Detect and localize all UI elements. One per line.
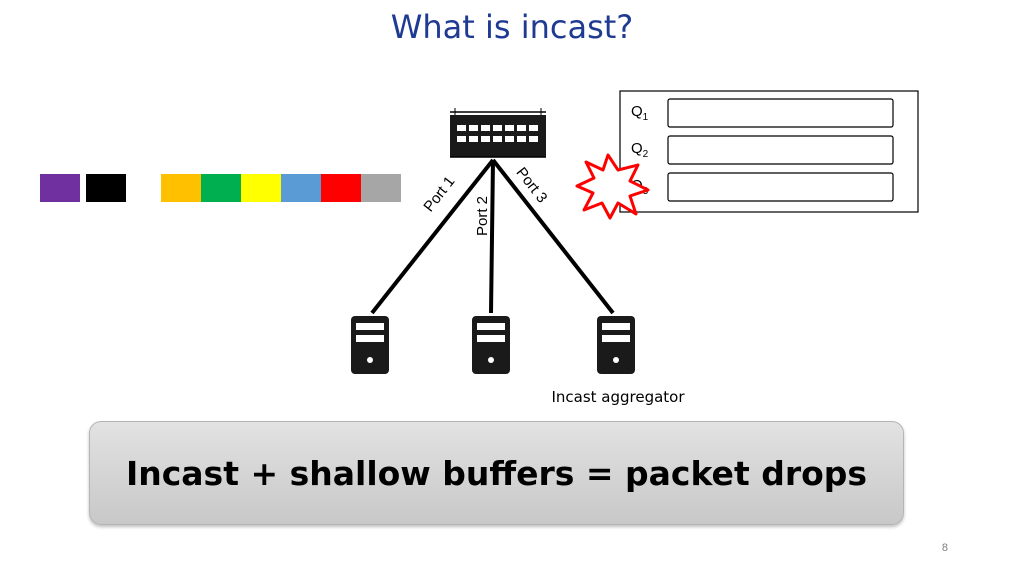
aggregator-server-icon — [597, 316, 635, 374]
port-3-label: Port 3 — [513, 164, 551, 206]
port-2-label: Port 2 — [474, 196, 491, 236]
packet-red — [321, 174, 361, 202]
packet-green — [201, 174, 241, 202]
queue-2-buffer — [667, 135, 894, 165]
switch-icon — [450, 108, 546, 158]
queue-3-buffer — [667, 172, 894, 202]
server-icon — [472, 316, 510, 374]
packet-yellow — [241, 174, 281, 202]
page-number: 8 — [941, 542, 948, 554]
aggregator-label: Incast aggregator — [551, 388, 685, 406]
server-icon — [351, 316, 389, 374]
packet-drop-burst-icon — [575, 153, 650, 220]
link-port-3 — [491, 158, 615, 315]
packet-gray — [361, 174, 401, 202]
queue-2-label: Q2 — [631, 140, 649, 160]
packet-purple — [40, 174, 80, 202]
packet-orange — [161, 174, 201, 202]
packet-black — [86, 174, 126, 202]
queue-1-label: Q1 — [631, 103, 649, 123]
link-port-2 — [489, 159, 495, 314]
packet-blue — [281, 174, 321, 202]
callout-text: Incast + shallow buffers = packet drops — [125, 453, 868, 493]
slide-title: What is incast? — [390, 8, 634, 46]
queue-1-buffer — [667, 98, 894, 128]
link-port-1 — [370, 158, 495, 315]
callout-box: Incast + shallow buffers = packet drops — [89, 421, 904, 525]
